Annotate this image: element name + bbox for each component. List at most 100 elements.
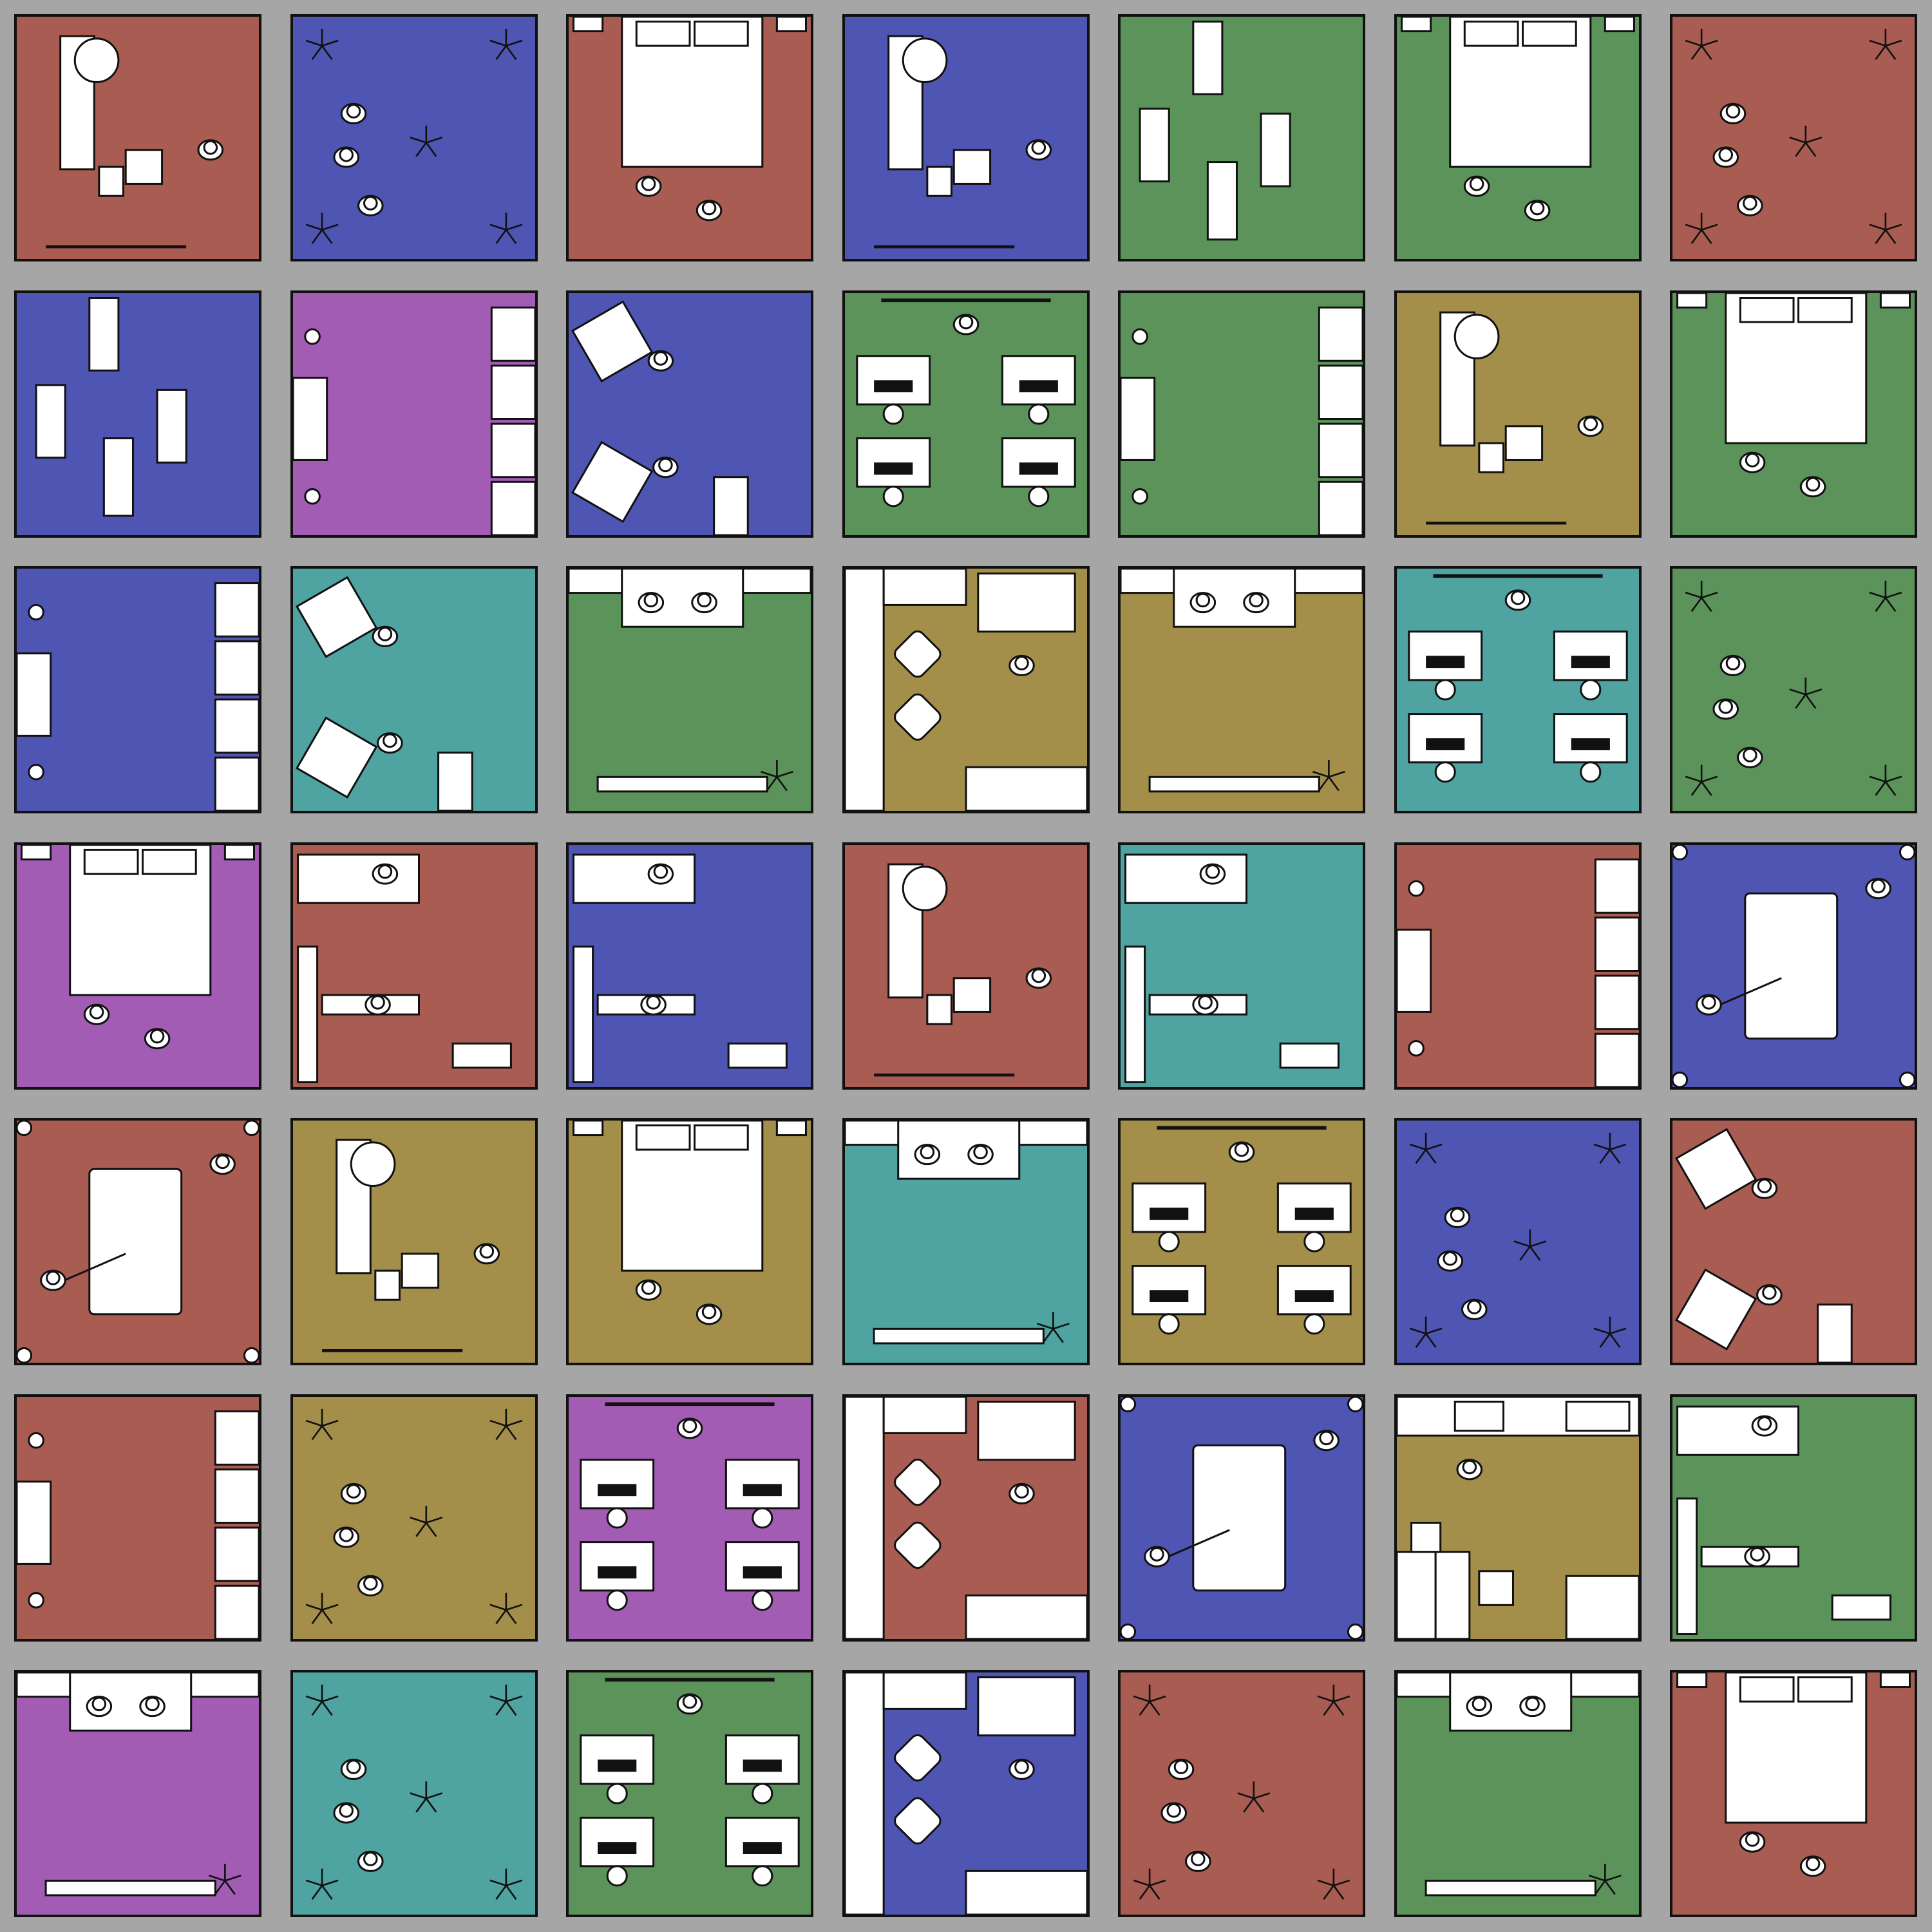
person-icon xyxy=(1739,451,1766,473)
person-icon xyxy=(676,1417,703,1439)
dumbbell-rack xyxy=(1832,1594,1892,1621)
tv-stand xyxy=(44,1880,216,1897)
keyboard-icon xyxy=(1425,738,1465,751)
room-furniture xyxy=(873,863,1052,1077)
room-office-desk xyxy=(842,14,1090,261)
nightstand xyxy=(1676,1672,1708,1689)
room-bedroom xyxy=(566,14,814,261)
person-icon xyxy=(332,146,359,168)
person-icon xyxy=(40,1269,66,1291)
room-furniture xyxy=(1685,28,1902,244)
person-icon xyxy=(473,1243,500,1265)
dumbbell-rack xyxy=(451,1042,512,1069)
room-furniture xyxy=(844,569,1087,811)
computer-desk xyxy=(580,1734,655,1785)
person-icon xyxy=(640,994,667,1016)
office-chair xyxy=(752,1865,773,1887)
room-tv-sofa xyxy=(1394,1670,1642,1918)
keyboard-icon xyxy=(743,1842,782,1855)
room-lounge xyxy=(1670,566,1918,814)
person-icon xyxy=(209,1153,236,1175)
chair-base-icon xyxy=(1869,580,1902,612)
appliance xyxy=(1410,1521,1442,1553)
billiard-table xyxy=(1744,892,1839,1040)
person-icon xyxy=(1739,1832,1766,1853)
office-chair xyxy=(882,403,904,425)
weight-rack xyxy=(573,945,594,1083)
shelf xyxy=(214,698,259,754)
bicycle xyxy=(1207,161,1238,241)
shelf xyxy=(490,306,535,362)
chair-base-icon xyxy=(489,1868,522,1900)
person-icon xyxy=(1744,1546,1771,1567)
computer-desk xyxy=(1132,1182,1207,1233)
chair-base-icon xyxy=(409,1506,442,1537)
cabinet xyxy=(17,652,52,737)
pillow xyxy=(1739,1676,1795,1703)
person-icon xyxy=(340,1482,366,1504)
room-furniture xyxy=(1676,292,1911,497)
armchair xyxy=(295,716,377,799)
nightstand xyxy=(1400,17,1432,33)
office-chair xyxy=(1434,761,1456,783)
computer-desk xyxy=(725,1817,800,1868)
dumbbell-rack xyxy=(727,1042,788,1069)
weight-rack xyxy=(1124,945,1146,1083)
chair-base-icon xyxy=(305,1408,339,1441)
person-icon xyxy=(1444,1207,1471,1229)
armchair xyxy=(571,440,654,523)
chair-base-icon xyxy=(489,28,522,61)
billiard-table xyxy=(88,1168,183,1316)
room-furniture xyxy=(1676,1672,1911,1877)
person-icon xyxy=(372,863,398,885)
room-lounge xyxy=(1118,1670,1366,1918)
chair-base-icon xyxy=(489,1593,522,1624)
person-icon xyxy=(1751,1415,1778,1437)
chair-base-icon xyxy=(305,28,339,61)
chair-base-icon xyxy=(1789,126,1823,157)
nightstand xyxy=(775,17,808,33)
pillow xyxy=(1521,21,1577,47)
chair-base-icon xyxy=(305,1868,339,1900)
nightstand xyxy=(1880,292,1911,308)
chair-base-icon xyxy=(305,1593,339,1624)
dumbbell-rack xyxy=(1279,1042,1340,1069)
desk-chair xyxy=(902,866,948,911)
person-icon xyxy=(1243,592,1270,614)
room-furniture xyxy=(1132,1126,1352,1335)
computer-desk xyxy=(1553,713,1628,764)
copier xyxy=(976,1400,1076,1461)
room-furniture xyxy=(17,1121,259,1363)
bicycle xyxy=(35,383,66,459)
shelf xyxy=(214,1410,259,1466)
chair-base-icon xyxy=(305,213,339,244)
office-chair xyxy=(1303,1313,1325,1335)
weight-rack xyxy=(296,945,318,1083)
person-icon xyxy=(372,625,398,647)
keyboard-icon xyxy=(598,1842,637,1855)
nightstand xyxy=(1880,1672,1911,1689)
person-icon xyxy=(635,1279,662,1302)
tv-stand xyxy=(596,775,768,793)
person-icon xyxy=(1025,967,1052,989)
billiard-table xyxy=(1192,1444,1287,1592)
shelf xyxy=(490,422,535,478)
lounge-chair xyxy=(893,1521,942,1569)
keyboard-icon xyxy=(1571,656,1610,668)
nightstand xyxy=(573,1121,604,1137)
room-storage xyxy=(290,290,538,538)
room-furniture xyxy=(1121,569,1363,793)
counter xyxy=(965,766,1087,811)
office-chair xyxy=(1580,679,1602,701)
dishwasher xyxy=(1478,1570,1514,1606)
room-furniture xyxy=(844,1121,1087,1345)
person-icon xyxy=(1504,589,1531,611)
room-lounge xyxy=(1394,1118,1642,1366)
person-icon xyxy=(1751,1178,1778,1200)
room-bedroom xyxy=(14,842,261,1090)
keyboard-icon xyxy=(1150,1208,1189,1220)
room-lounge xyxy=(1670,14,1918,261)
room-computer-lab xyxy=(842,290,1090,538)
side-table xyxy=(401,1253,439,1289)
